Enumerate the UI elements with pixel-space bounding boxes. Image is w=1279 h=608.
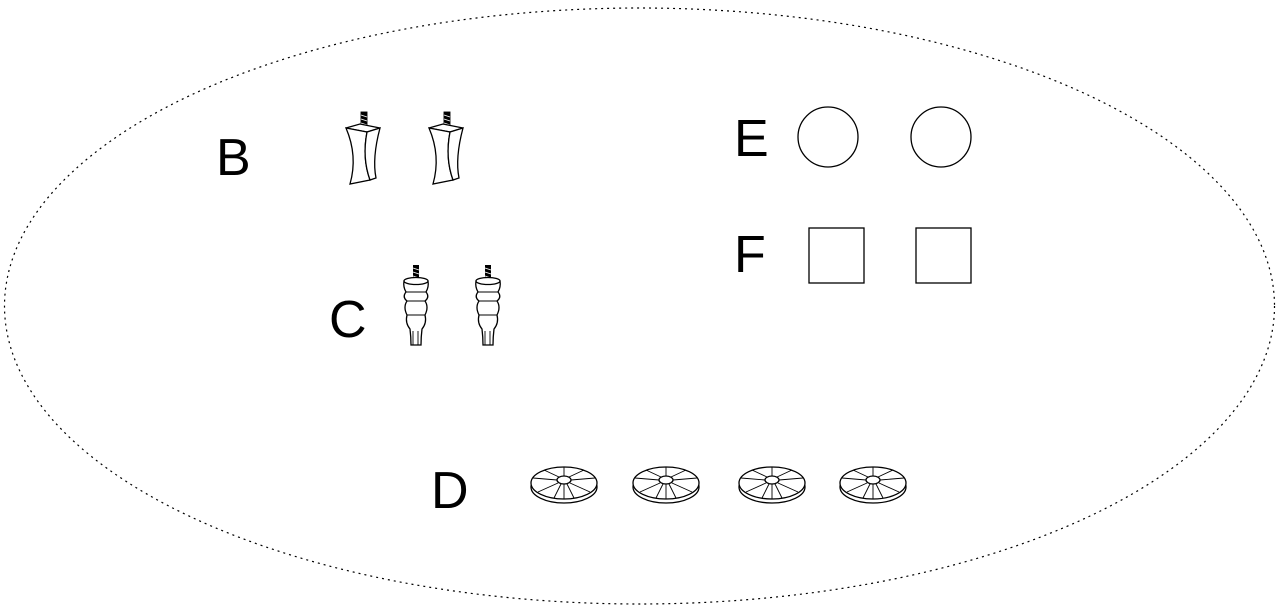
- square-felt-pad-icon: [808, 227, 865, 284]
- glide-pad-icon: [738, 466, 806, 504]
- tapered-square-leg-icon: [344, 111, 381, 185]
- round-felt-pad-icon: [910, 106, 972, 168]
- parts-boundary-ellipse: [3, 7, 1276, 605]
- label-e: E: [734, 110, 769, 168]
- label-f: F: [734, 226, 766, 284]
- square-felt-pad-icon: [915, 227, 972, 284]
- label-c: C: [329, 291, 367, 349]
- turned-round-leg-icon: [403, 265, 429, 346]
- label-b: B: [216, 129, 251, 187]
- turned-round-leg-icon: [475, 265, 501, 346]
- round-felt-pad-icon: [797, 106, 859, 168]
- glide-pad-icon: [839, 466, 907, 504]
- tapered-square-leg-icon: [427, 111, 464, 185]
- glide-pad-icon: [530, 466, 598, 504]
- label-d: D: [431, 462, 469, 520]
- glide-pad-icon: [632, 466, 700, 504]
